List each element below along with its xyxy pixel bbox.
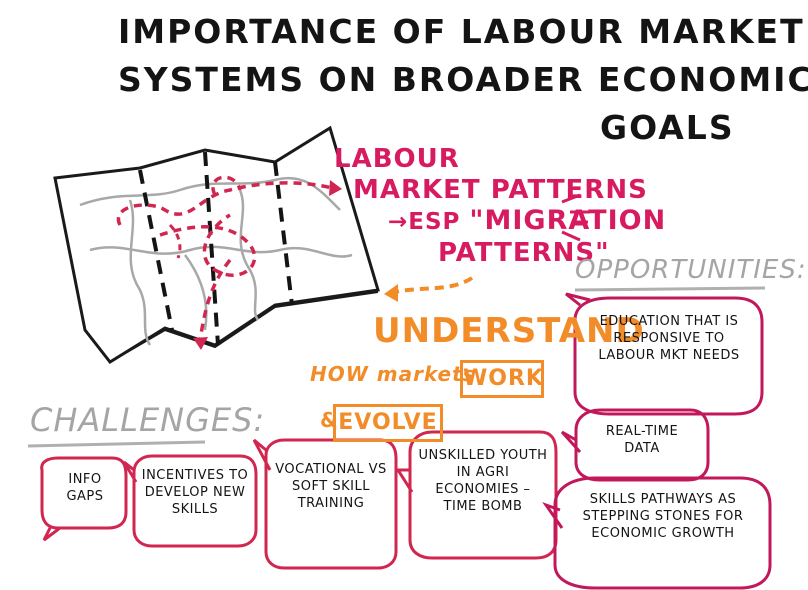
migration-word: "MIGRATION (469, 205, 667, 236)
understand-heading: UNDERSTAND (373, 311, 645, 351)
challenge-bubble-3 (252, 438, 398, 570)
labour-heading: LABOUR (334, 144, 460, 174)
orange-arrowhead (384, 284, 398, 302)
esp-prefix: →ESP (388, 209, 470, 235)
migration-arrow-3 (198, 258, 232, 341)
challenge-bubble-1 (40, 456, 128, 542)
challenge-incentives: INCENTIVES to DEVELOP NEW SKILLS (141, 468, 249, 517)
opportunity-skills-pathways: SKILLS PATHWAYS as STEPPING STONES for E… (582, 492, 744, 541)
map-borders (79, 176, 353, 346)
dashed-arrow-icon (394, 276, 474, 294)
opportunities-underline (574, 286, 766, 292)
migration-arrowhead-3 (193, 337, 208, 350)
market-patterns: MARKET PATTERNS (353, 175, 648, 205)
patterns-word: PATTERNS" (438, 238, 610, 268)
map-fold-2 (203, 151, 220, 346)
challenge-unskilled-youth: UNSKILLED YOUTH in AGRI ECONOMIES – TIME… (418, 448, 548, 514)
challenge-info-gaps: INFO GAPS (66, 472, 104, 504)
evolve-box: EVOLVE (333, 404, 443, 442)
challenges-underline (27, 440, 206, 448)
challenge-bubble-2 (122, 454, 258, 548)
map-fold-1 (138, 169, 174, 331)
title-line-1: IMPORTANCE of LABOUR MARKET (118, 12, 805, 51)
opportunity-education: EDUCATION that is RESPONSIVE to LABOUR M… (598, 314, 740, 363)
opportunity-bubble-3 (542, 476, 772, 590)
how-markets-text: HOW markets (310, 362, 476, 386)
title-line-2: SYSTEMS on BROADER ECONOMIC (118, 60, 808, 99)
accent-mark-3 (561, 193, 581, 204)
title-line-3: GOALS (600, 108, 735, 147)
accent-mark-4 (561, 230, 581, 242)
challenge-vocational: VOCATIONAL vs SOFT SKILL TRAINING (275, 462, 387, 511)
opportunities-heading: OPPORTUNITIES: (575, 255, 807, 285)
map-outline (53, 125, 380, 364)
opportunity-real-time-data: REAL-TIME DATA (605, 424, 679, 456)
migration-arrowhead-1 (329, 180, 342, 196)
map-fold-3 (273, 161, 294, 306)
migration-arrow-2 (159, 213, 257, 277)
migration-arrow-1 (116, 181, 333, 226)
migration-arrow-5 (168, 223, 182, 259)
challenges-heading: CHALLENGES: (30, 401, 266, 439)
how-markets: HOW markets (310, 364, 476, 385)
esp-migration: →ESP "MIGRATION (388, 205, 667, 236)
work-box: WORK (460, 360, 544, 398)
migration-arrow-4 (211, 175, 242, 196)
